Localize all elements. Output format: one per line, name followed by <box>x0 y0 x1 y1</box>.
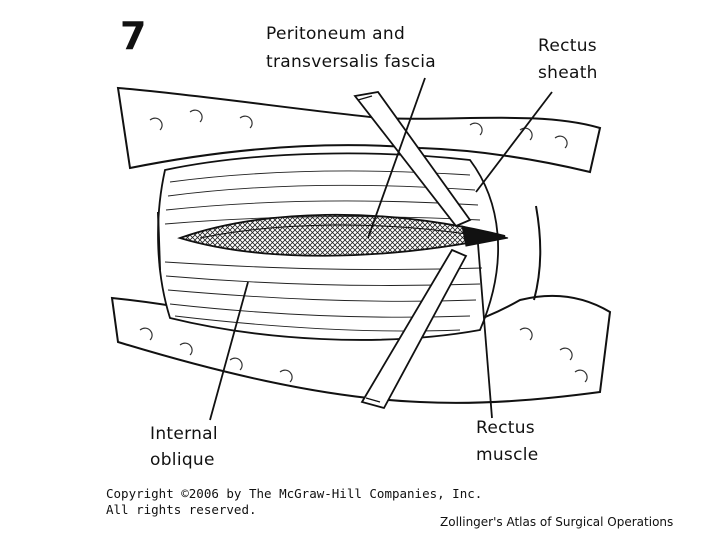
label-rectus-muscle-line1: Rectus <box>476 416 535 440</box>
label-peritoneum-line1: Peritoneum and <box>266 22 405 46</box>
label-peritoneum-line2: transversalis fascia <box>266 50 436 74</box>
copyright-notice: Copyright ©2006 by The McGraw-Hill Compa… <box>106 486 482 518</box>
source-caption: Zollinger's Atlas of Surgical Operations <box>440 514 673 530</box>
label-rectus-sheath-line2: sheath <box>538 61 598 85</box>
label-internal-oblique-line2: oblique <box>150 448 215 472</box>
copyright-line1: Copyright ©2006 by The McGraw-Hill Compa… <box>106 486 482 502</box>
figure-number: 7 <box>120 14 146 58</box>
label-rectus-sheath-line1: Rectus <box>538 34 597 58</box>
right-edge-mark <box>534 206 540 300</box>
copyright-line2: All rights reserved. <box>106 502 482 518</box>
label-internal-oblique-line1: Internal <box>150 422 218 446</box>
label-rectus-muscle-line2: muscle <box>476 443 539 467</box>
